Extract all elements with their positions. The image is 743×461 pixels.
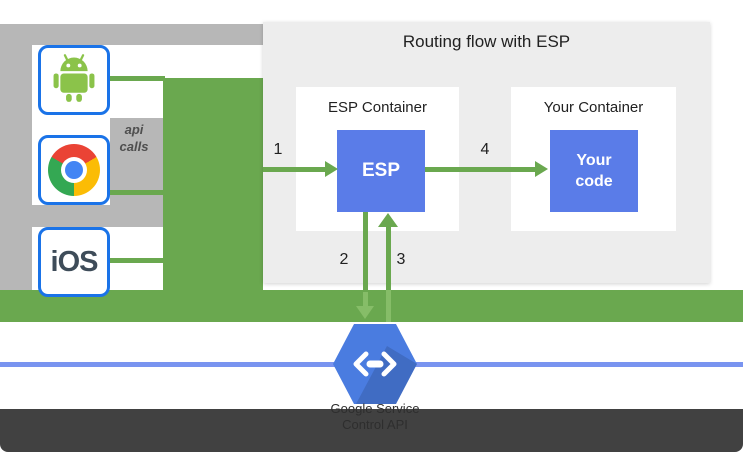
android-robot-icon [51, 53, 97, 108]
step2-number: 2 [339, 251, 349, 268]
step1-arrow-line [263, 167, 325, 172]
step2-arrow-line [363, 212, 368, 292]
step1-arrowhead-icon [325, 161, 338, 177]
api-calls-line2: calls [119, 139, 149, 154]
step4-arrow-line [425, 167, 535, 172]
step2-arrow-line-inside-bar [363, 292, 368, 308]
chrome-icon-blue-center [65, 161, 83, 179]
ios-label: iOS [50, 245, 99, 278]
chrome-to-cloud-connector [110, 190, 165, 195]
ios-client-box: iOS [38, 227, 110, 297]
your-code-node: Your code [550, 130, 638, 212]
chrome-client-box [38, 135, 110, 205]
your-container-title: Your Container [543, 99, 644, 116]
ios-to-cloud-connector [110, 258, 165, 263]
gray-background-left-column [0, 45, 32, 295]
step4-arrowhead-icon [535, 161, 548, 177]
step1-number: 1 [273, 141, 283, 158]
esp-node-label: ESP [361, 160, 401, 181]
step3-arrow-line-inside-bar [386, 290, 391, 322]
esp-node: ESP [337, 130, 425, 212]
service-label-line2: Control API [342, 417, 408, 432]
gray-background-horizontal-band [0, 205, 165, 227]
your-code-label: Your code [575, 150, 612, 192]
android-to-cloud-connector [110, 76, 165, 81]
cloud-endpoints-hexagon-icon [333, 324, 417, 404]
api-calls-label: api calls [106, 121, 162, 155]
step2-arrowhead-icon [356, 306, 374, 319]
esp-container-title: ESP Container [328, 99, 427, 116]
gray-background-top-strip [0, 24, 265, 45]
service-label-line1: Google Service [330, 401, 420, 416]
dark-bottom-bar [0, 409, 743, 452]
android-client-box [38, 45, 110, 115]
chrome-browser-icon [48, 144, 100, 196]
step3-number: 3 [396, 251, 406, 268]
green-vertical-bar [163, 78, 263, 322]
google-service-control-label: Google Service Control API [295, 401, 455, 433]
diagram-title: Routing flow with ESP [402, 32, 571, 51]
your-code-line1: Your [576, 152, 612, 169]
step4-number: 4 [480, 141, 490, 158]
your-code-line2: code [575, 173, 613, 190]
step3-arrow-line [386, 227, 391, 290]
step3-arrowhead-icon [378, 213, 398, 227]
api-calls-line1: api [124, 122, 144, 137]
